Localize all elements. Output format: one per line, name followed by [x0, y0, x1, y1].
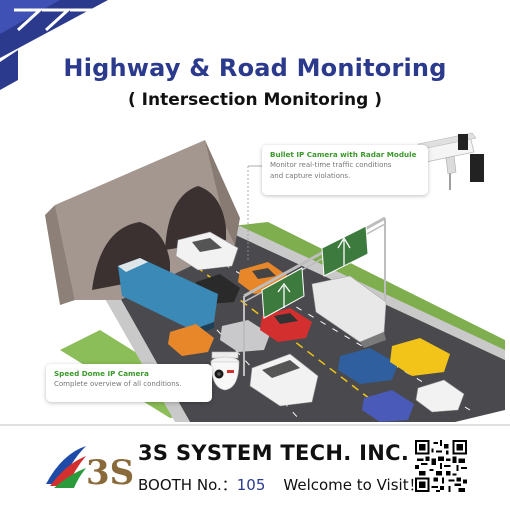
- corner-decoration: [0, 0, 108, 90]
- vehicle-white-car-right: [415, 379, 465, 413]
- callout-dome-title: Speed Dome IP Camera: [54, 369, 149, 378]
- vehicle-blue-car: [338, 348, 398, 384]
- bullet-camera-icon: [417, 132, 484, 182]
- dome-camera-icon: [210, 351, 240, 391]
- vehicle-yellow-taxi: [390, 338, 450, 376]
- callout-dome-camera: Speed Dome IP Camera Complete overview o…: [46, 364, 212, 402]
- vehicle-rv: [249, 353, 319, 407]
- sign-gantry: [243, 216, 386, 376]
- footer-divider: [0, 424, 510, 426]
- logo-text: 3S: [86, 453, 134, 492]
- welcome-text: Welcome to Visit！: [283, 476, 424, 494]
- booth-line: BOOTH No.：105 Welcome to Visit！: [138, 474, 424, 495]
- callout-bullet-title: Bullet IP Camera with Radar Module: [270, 150, 417, 159]
- callout-dome-desc: Complete overview of all conditions.: [54, 380, 182, 388]
- page-subtitle: ( Intersection Monitoring ): [127, 90, 383, 110]
- vehicle-white-truck: [311, 275, 387, 348]
- page-title: Highway & Road Monitoring: [63, 54, 447, 82]
- company-name: 3S SYSTEM TECH. INC.: [138, 441, 410, 465]
- vehicle-white-car-top: [175, 231, 239, 271]
- vehicle-red-car: [260, 308, 312, 342]
- callout-bullet-desc-1: Monitor real-time traffic conditions: [270, 161, 392, 169]
- booth-label: BOOTH No.：: [138, 476, 237, 494]
- vehicle-purple-car: [362, 390, 414, 422]
- qr-code-icon: [415, 440, 467, 492]
- vehicle-orange-car-left: [168, 324, 214, 356]
- callout-bullet-camera: Bullet IP Camera with Radar Module Monit…: [262, 145, 428, 195]
- callout-bullet-desc-2: and capture violations.: [270, 172, 351, 180]
- company-logo: 3S: [46, 446, 134, 492]
- booth-number: 105: [236, 476, 266, 494]
